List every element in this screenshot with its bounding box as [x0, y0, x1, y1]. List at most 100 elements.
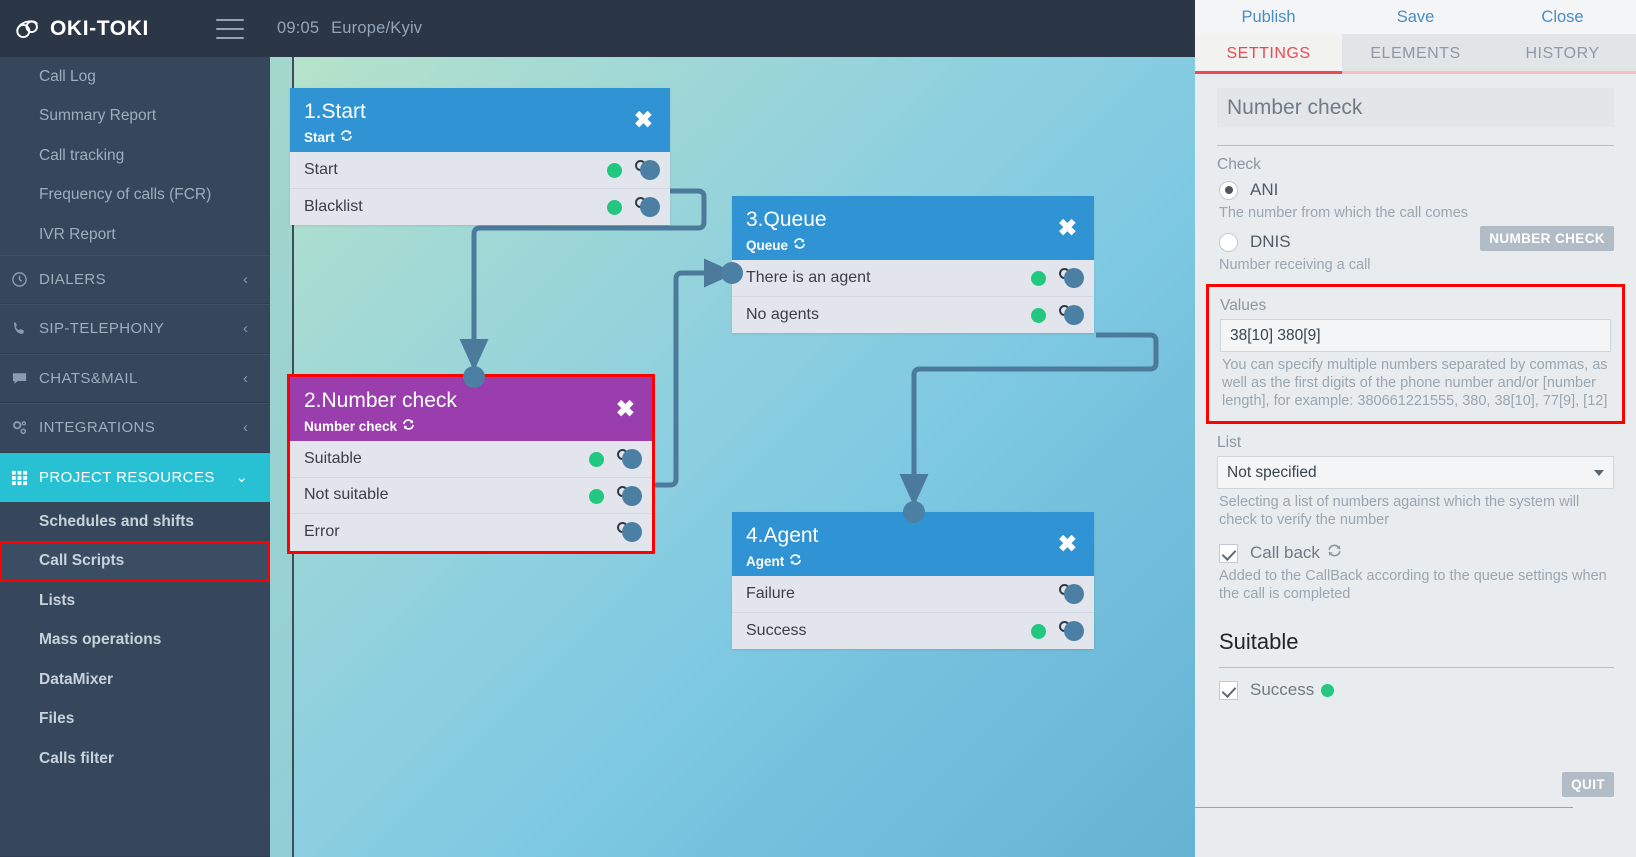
list-select[interactable]	[1217, 456, 1614, 489]
green-status-dot	[589, 488, 604, 504]
input-port[interactable]	[463, 366, 485, 388]
output-port[interactable]	[622, 485, 642, 506]
radio-ani[interactable]: ANI	[1219, 180, 1614, 200]
sidebar-item-frequency-of-calls[interactable]: Frequency of calls (FCR)	[39, 186, 212, 204]
output-port[interactable]	[1064, 268, 1084, 288]
chevron-left-icon[interactable]: ‹	[243, 270, 248, 288]
node-row-label: There is an agent	[746, 268, 871, 286]
radio-dnis-input[interactable]	[1219, 232, 1238, 252]
publish-button[interactable]: Publish	[1241, 8, 1296, 26]
node-row[interactable]: No agents	[732, 296, 1094, 333]
tab-settings[interactable]: SETTINGS	[1195, 34, 1342, 71]
values-input[interactable]	[1220, 319, 1611, 352]
sidebar-item-call-scripts[interactable]: Call Scripts	[0, 540, 270, 582]
output-port[interactable]	[1064, 620, 1084, 641]
green-status-dot	[1031, 307, 1046, 323]
sidebar-group-chats-mail[interactable]: CHATS&MAIL‹	[0, 353, 270, 403]
node-row[interactable]: Success	[732, 612, 1094, 649]
tab-elements[interactable]: ELEMENTS	[1370, 45, 1461, 62]
active-tab-underline	[1195, 71, 1343, 74]
refresh-icon[interactable]	[789, 553, 802, 569]
node-row[interactable]: Start	[290, 152, 670, 189]
callback-checkbox-row[interactable]: Call back	[1219, 543, 1614, 563]
node-row[interactable]: There is an agent	[732, 260, 1094, 297]
node-row[interactable]: Suitable	[290, 441, 652, 478]
output-port[interactable]	[640, 160, 660, 180]
sidebar-item-datamixer[interactable]: DataMixer	[39, 670, 114, 688]
title-divider	[1217, 145, 1614, 146]
node-row-label: No agents	[746, 305, 819, 323]
node-row[interactable]: Failure	[732, 576, 1094, 613]
node-subtitle-row: Queue	[746, 237, 1082, 253]
radio-dnis[interactable]: DNIS	[1219, 232, 1614, 252]
output-port[interactable]	[622, 449, 642, 469]
list-help: Selecting a list of numbers against whic…	[1219, 494, 1580, 528]
values-section-highlighted: Values You can specify multiple numbers …	[1206, 284, 1625, 424]
green-status-dot	[1321, 683, 1335, 697]
sidebar-item-mass-operations[interactable]: Mass operations	[39, 631, 162, 649]
output-port[interactable]	[640, 196, 660, 217]
node-row-label: Failure	[746, 584, 795, 602]
success-checkbox[interactable]	[1219, 680, 1238, 700]
panel-body: NUMBER CHECK Check ANI The number from w…	[1195, 74, 1636, 700]
chevron-left-icon[interactable]: ‹	[243, 320, 248, 338]
radio-ani-input[interactable]	[1219, 180, 1238, 200]
brand-logo-area[interactable]: OKI-TOKI	[0, 15, 207, 42]
sidebar-item-schedules-and-shifts[interactable]: Schedules and shifts	[39, 512, 195, 530]
chevron-left-icon[interactable]: ‹	[243, 369, 248, 387]
sidebar-item-calls-filter[interactable]: Calls filter	[39, 749, 114, 767]
callback-checkbox[interactable]	[1219, 543, 1238, 563]
chevron-left-icon[interactable]: ‹	[243, 419, 248, 437]
chevron-down-icon[interactable]: ⌄	[235, 469, 248, 487]
sidebar-item-summary-report[interactable]: Summary Report	[39, 107, 157, 125]
node-row[interactable]: Blacklist	[290, 188, 670, 225]
close-icon[interactable]: ✖	[633, 106, 653, 133]
input-port[interactable]	[721, 262, 743, 284]
list-select-wrap[interactable]	[1217, 456, 1614, 489]
refresh-icon[interactable]	[1327, 543, 1342, 563]
node-subtitle: Agent	[746, 553, 785, 569]
close-icon[interactable]: ✖	[1057, 530, 1077, 557]
sidebar-item-ivr-report[interactable]: IVR Report	[39, 225, 116, 243]
close-button[interactable]: Close	[1541, 8, 1584, 26]
refresh-icon[interactable]	[793, 237, 806, 253]
hamburger-icon[interactable]	[216, 18, 244, 39]
sidebar-group-sip-telephony[interactable]: SIP-TELEPHONY‹	[0, 304, 270, 354]
success-label-wrap: Success	[1250, 680, 1335, 700]
save-button[interactable]: Save	[1396, 8, 1435, 26]
output-port[interactable]	[1064, 304, 1084, 325]
output-port[interactable]	[622, 522, 642, 542]
node-title: 4.Agent	[746, 524, 819, 547]
sidebar-group-dialers[interactable]: DIALERS‹	[0, 254, 270, 304]
refresh-icon[interactable]	[340, 129, 353, 145]
sidebar-item-lists[interactable]: Lists	[39, 591, 76, 609]
chat-bubble-icon	[11, 370, 39, 387]
success-checkbox-row[interactable]: Success	[1219, 680, 1614, 700]
close-icon[interactable]: ✖	[1057, 214, 1077, 241]
node-row[interactable]: Error	[290, 514, 652, 551]
sidebar-item-call-log[interactable]: Call Log	[39, 67, 96, 85]
sidebar-item-call-tracking[interactable]: Call tracking	[39, 146, 125, 164]
refresh-icon[interactable]	[402, 418, 415, 434]
node-row[interactable]: Not suitable	[290, 477, 652, 514]
sidebar-group-label: INTEGRATIONS	[39, 419, 156, 437]
input-port[interactable]	[903, 501, 925, 523]
sidebar-group-project-resources[interactable]: PROJECT RESOURCES⌄	[0, 452, 270, 502]
sidebar-item-files[interactable]: Files	[39, 710, 75, 728]
tab-history[interactable]: HISTORY	[1525, 45, 1600, 62]
node-row-label: Start	[304, 160, 338, 178]
sidebar-group-integrations[interactable]: INTEGRATIONS ‹	[0, 403, 270, 453]
close-icon[interactable]: ✖	[615, 395, 635, 422]
output-port[interactable]	[1064, 584, 1084, 604]
phone-icon	[11, 320, 39, 337]
node-row-label: Error	[304, 523, 340, 541]
element-title-input[interactable]	[1217, 88, 1614, 127]
